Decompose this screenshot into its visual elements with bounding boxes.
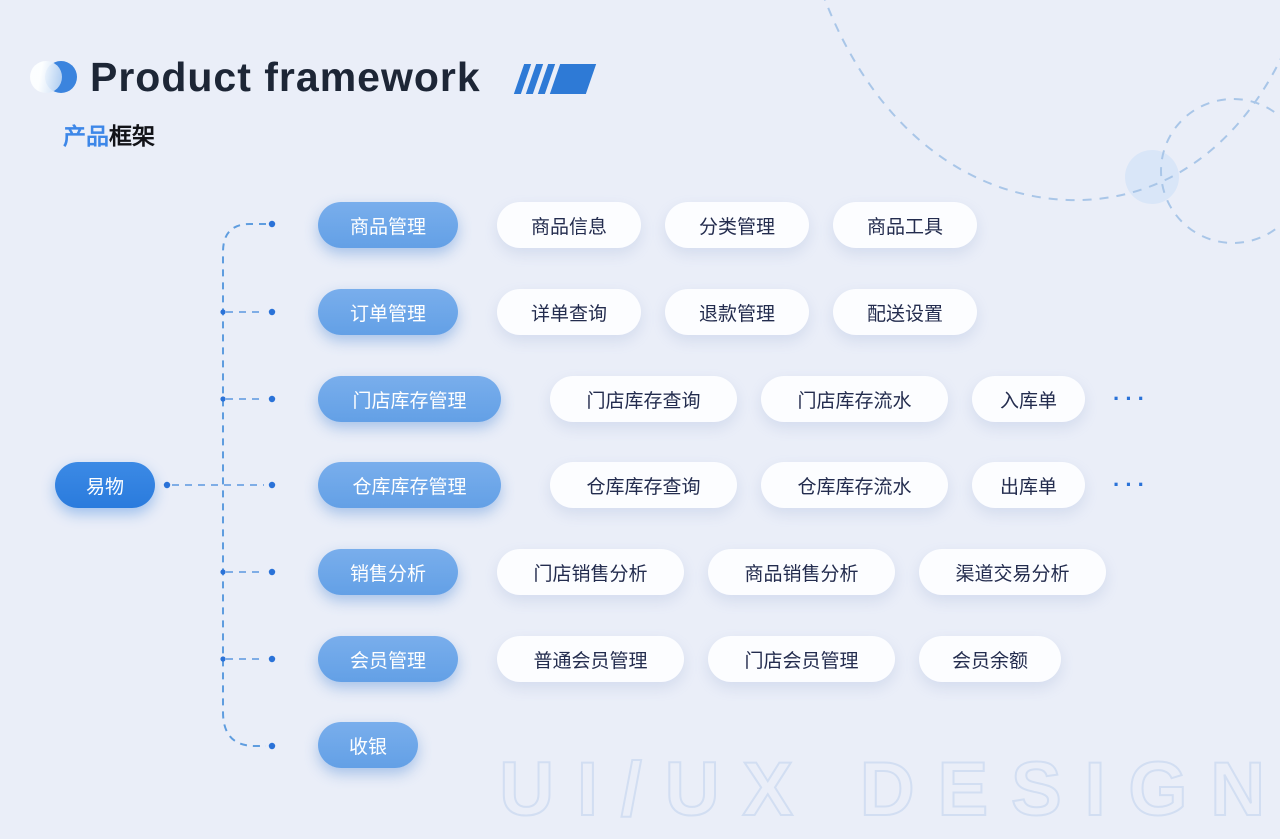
branch-node[interactable]: 订单管理 [318, 289, 458, 335]
root-node[interactable]: 易物 [55, 462, 155, 508]
leaf-node[interactable]: 渠道交易分析 [919, 549, 1106, 595]
subtitle-accent: 产品 [63, 123, 109, 149]
logo-circles-icon [30, 60, 78, 94]
branch-row-cashier: 收银 [318, 722, 418, 768]
branch-row-orders: 订单管理 详单查询 退款管理 配送设置 [318, 289, 977, 335]
branch-node[interactable]: 收银 [318, 722, 418, 768]
branch-row-store-inventory: 门店库存管理 门店库存查询 门店库存流水 入库单 ··· [318, 376, 1150, 422]
leaf-node[interactable]: 商品信息 [497, 202, 641, 248]
leaf-node[interactable]: 门店库存流水 [761, 376, 948, 422]
branch-row-sales-analysis: 销售分析 门店销售分析 商品销售分析 渠道交易分析 [318, 549, 1106, 595]
logo-light-circle [30, 61, 62, 93]
spine-line [222, 223, 266, 747]
leaf-node[interactable]: 商品销售分析 [708, 549, 895, 595]
leaf-node[interactable]: 分类管理 [665, 202, 809, 248]
large-arc-decor [824, 0, 1280, 202]
branch-node[interactable]: 商品管理 [318, 202, 458, 248]
page-subtitle: 产品框架 [63, 117, 155, 151]
leaf-node[interactable]: 门店销售分析 [497, 549, 684, 595]
connector-dots [163, 220, 276, 750]
more-indicator: ··· [1113, 386, 1150, 411]
leaf-node[interactable]: 入库单 [972, 376, 1085, 422]
branch-node[interactable]: 销售分析 [318, 549, 458, 595]
leaf-node[interactable]: 配送设置 [833, 289, 977, 335]
branch-row-warehouse-inventory: 仓库库存管理 仓库库存查询 仓库库存流水 出库单 ··· [318, 462, 1150, 508]
branch-node[interactable]: 仓库库存管理 [318, 462, 501, 508]
subtitle-rest: 框架 [109, 123, 155, 149]
branch-row-goods: 商品管理 商品信息 分类管理 商品工具 [318, 202, 977, 248]
leaf-node[interactable]: 退款管理 [665, 289, 809, 335]
watermark-text: UI/UX DESIGN [498, 746, 1280, 833]
branch-node[interactable]: 门店库存管理 [318, 376, 501, 422]
leaf-node[interactable]: 门店会员管理 [708, 636, 895, 682]
leaf-node[interactable]: 商品工具 [833, 202, 977, 248]
dashed-circle-decor [1160, 98, 1280, 244]
leaf-node[interactable]: 门店库存查询 [550, 376, 737, 422]
slashes-icon [513, 64, 597, 94]
page-title: Product framework [90, 54, 481, 100]
leaf-node[interactable]: 仓库库存查询 [550, 462, 737, 508]
branch-row-members: 会员管理 普通会员管理 门店会员管理 会员余额 [318, 636, 1061, 682]
leaf-node[interactable]: 会员余额 [919, 636, 1061, 682]
more-indicator: ··· [1113, 472, 1150, 497]
branch-node[interactable]: 会员管理 [318, 636, 458, 682]
leaf-node[interactable]: 详单查询 [497, 289, 641, 335]
leaf-node[interactable]: 普通会员管理 [497, 636, 684, 682]
leaf-node[interactable]: 出库单 [972, 462, 1085, 508]
filled-circle-decor [1125, 150, 1179, 204]
leaf-node[interactable]: 仓库库存流水 [761, 462, 948, 508]
